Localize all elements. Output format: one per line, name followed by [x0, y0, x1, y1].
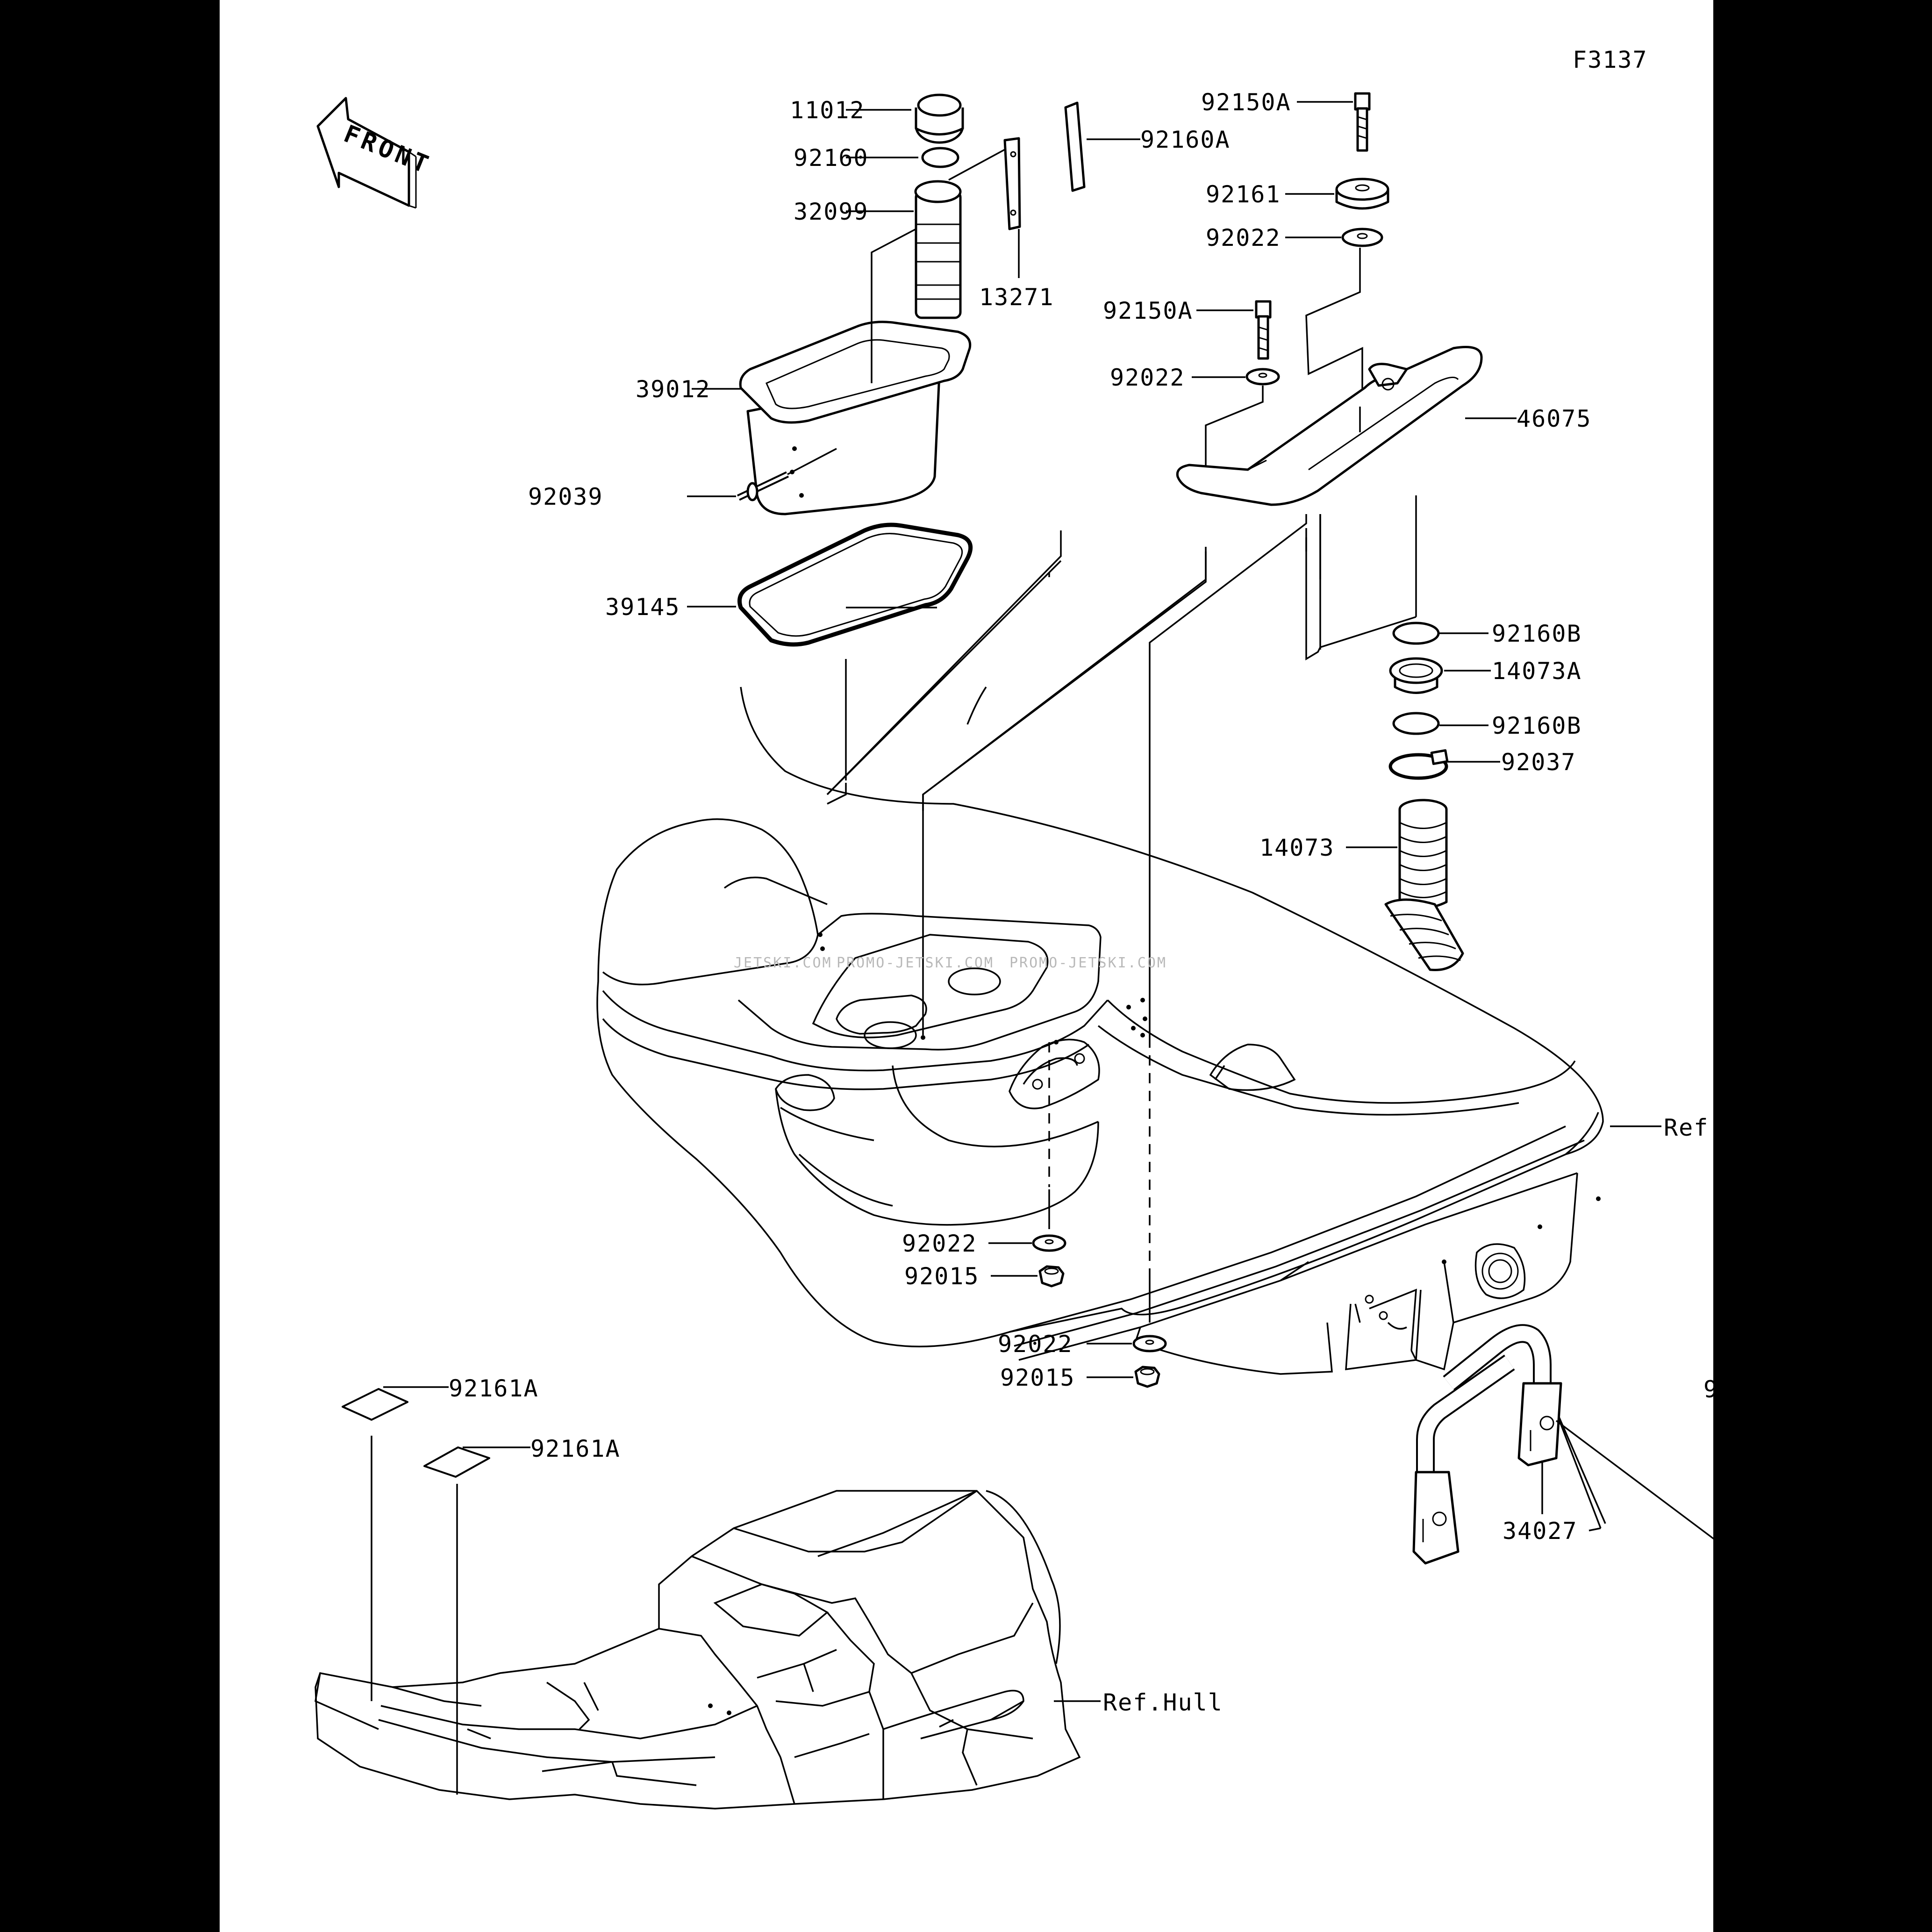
part-92161A-decal-1	[342, 1388, 408, 1421]
part-92022-washer-lower-2	[1132, 1335, 1167, 1352]
part-92160B-ring-2	[1392, 712, 1440, 735]
label-11012: 11012	[790, 97, 865, 124]
label-14073: 14073	[1259, 834, 1335, 861]
part-92037-clamp	[1388, 749, 1449, 780]
part-92150A-bolt-top	[1354, 92, 1371, 152]
part-92015-nut-lower-2	[1134, 1366, 1160, 1388]
part-92150A-bolt-mid	[1255, 300, 1272, 360]
hull-deck-outline	[596, 687, 1604, 1375]
label-46075: 46075	[1517, 405, 1592, 432]
label-92022-mid: 92022	[1110, 364, 1185, 391]
hull-floor-outline	[315, 1490, 1081, 1810]
label-92150A-mid: 92150A	[1103, 297, 1193, 324]
watermark-1: PROMO-JETSKI.COM	[837, 955, 994, 971]
label-92150A-top: 92150A	[1201, 89, 1291, 116]
label-92022-lower-1: 92022	[902, 1230, 977, 1257]
part-32099-tube	[914, 180, 962, 319]
label-39145: 39145	[605, 594, 680, 621]
part-92161-cushion	[1335, 178, 1389, 210]
watermark-2: PROMO-JETSKI.COM	[1009, 955, 1167, 971]
label-92161A-1: 92161A	[449, 1375, 539, 1402]
label-92015-lower-1: 92015	[904, 1263, 980, 1290]
part-92160A-strip	[1064, 101, 1086, 192]
parts-diagram: F3137 FRONT 11012 92160 32099 13271	[315, 46, 1713, 1810]
part-92160B-ring-1	[1392, 622, 1440, 645]
figure-code: F3137	[1573, 46, 1648, 73]
label-ref-hull-2: Ref.Hull	[1103, 1689, 1223, 1716]
part-46075-handle-grip	[1176, 346, 1483, 506]
label-92039: 92039	[528, 483, 603, 510]
label-92015-lower-2: 92015	[1000, 1364, 1075, 1391]
part-13271-bracket	[1003, 137, 1021, 230]
label-92160: 92160	[794, 144, 869, 172]
part-92161A-decal-2	[423, 1446, 490, 1478]
label-92022-top: 92022	[1206, 224, 1281, 251]
label-92022-lower-2: 92022	[998, 1331, 1073, 1358]
label-13271: 13271	[979, 284, 1054, 311]
part-92022-washer-mid	[1245, 368, 1280, 386]
label-34027: 34027	[1503, 1517, 1578, 1545]
label-14073A: 14073A	[1492, 658, 1582, 685]
part-14073-bellows-hose	[1384, 799, 1464, 972]
label-92022-right: 92022	[1703, 1376, 1713, 1403]
part-14073A-flange	[1389, 657, 1443, 694]
part-39145-gasket	[737, 522, 973, 647]
label-92161A-2: 92161A	[530, 1435, 621, 1462]
label-39012: 39012	[636, 376, 711, 403]
part-11012-cap	[915, 93, 964, 144]
part-92160-o-ring	[921, 147, 959, 168]
label-92037: 92037	[1501, 749, 1576, 776]
label-92160A: 92160A	[1140, 126, 1231, 153]
label-92161: 92161	[1206, 181, 1281, 208]
watermark-fragment: JETSKI.COM	[734, 955, 832, 971]
part-92022-washer-top	[1341, 228, 1383, 247]
diagram-sheet: F3137 FRONT 11012 92160 32099 13271	[220, 0, 1713, 1932]
part-39012-storage-box	[739, 321, 972, 515]
part-92022-washer-lower-1	[1032, 1234, 1066, 1252]
label-92160B-1: 92160B	[1492, 620, 1582, 647]
label-32099: 32099	[794, 198, 869, 225]
label-ref-hull-1: Ref.Hull	[1664, 1114, 1713, 1141]
part-34027-reboarding-handle	[1412, 1324, 1562, 1565]
front-arrow-icon: FRONT	[316, 97, 436, 209]
part-92039-pin	[737, 471, 789, 501]
label-92160B-2: 92160B	[1492, 712, 1582, 739]
part-92015-nut-lower-1	[1038, 1265, 1065, 1288]
